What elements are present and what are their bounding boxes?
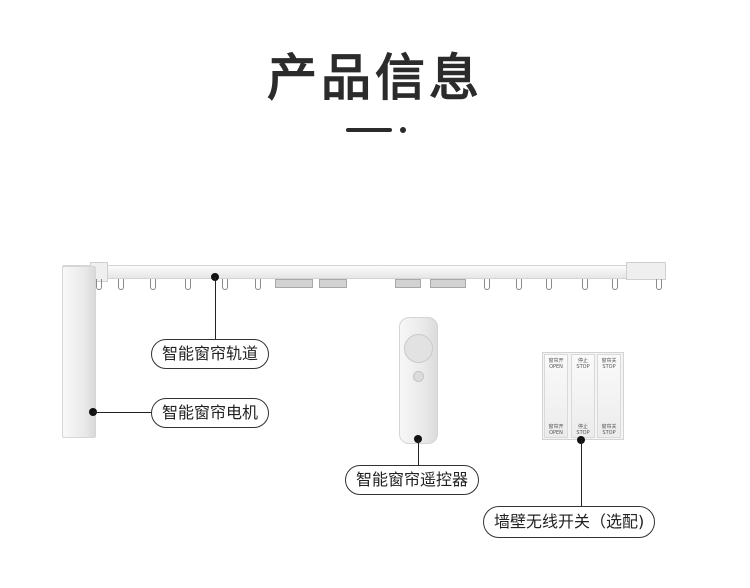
track-runner [395,279,421,288]
curtain-track-image [62,265,666,279]
title-underline [346,128,392,132]
page-title: 产品信息 [267,49,483,107]
track-hook [484,279,490,290]
motor-callout-label: 智能窗帘电机 [151,398,270,428]
callout-line-motor [93,412,152,413]
track-hook [222,279,228,290]
track-hook [255,279,261,290]
track-callout-label: 智能窗帘轨道 [151,339,270,369]
track-end-cap-right [626,262,666,280]
callout-line-track [215,277,216,339]
wall-switch-key [597,354,621,438]
remote-callout-label: 智能窗帘遥控器 [345,465,480,495]
wall-switch-key [544,354,568,438]
track-hook [612,279,618,290]
track-runner [275,279,313,288]
callout-line-switch [581,440,582,506]
title-underline-dot [400,127,406,133]
track-runner [430,279,466,288]
remote-button-icon [413,371,424,382]
track-hook [516,279,522,290]
callout-line-remote [418,439,419,465]
track-hook [150,279,156,290]
wall-switch-key [571,354,595,438]
track-hook [185,279,191,290]
track-hook [656,279,662,290]
wall-switch-callout-label: 墙壁无线开关（选配) [483,506,656,538]
track-hook [96,279,102,290]
track-hook [582,279,588,290]
track-hook [546,279,552,290]
remote-dpad-icon [404,334,433,363]
track-runner [319,279,347,288]
track-hook [118,279,124,290]
